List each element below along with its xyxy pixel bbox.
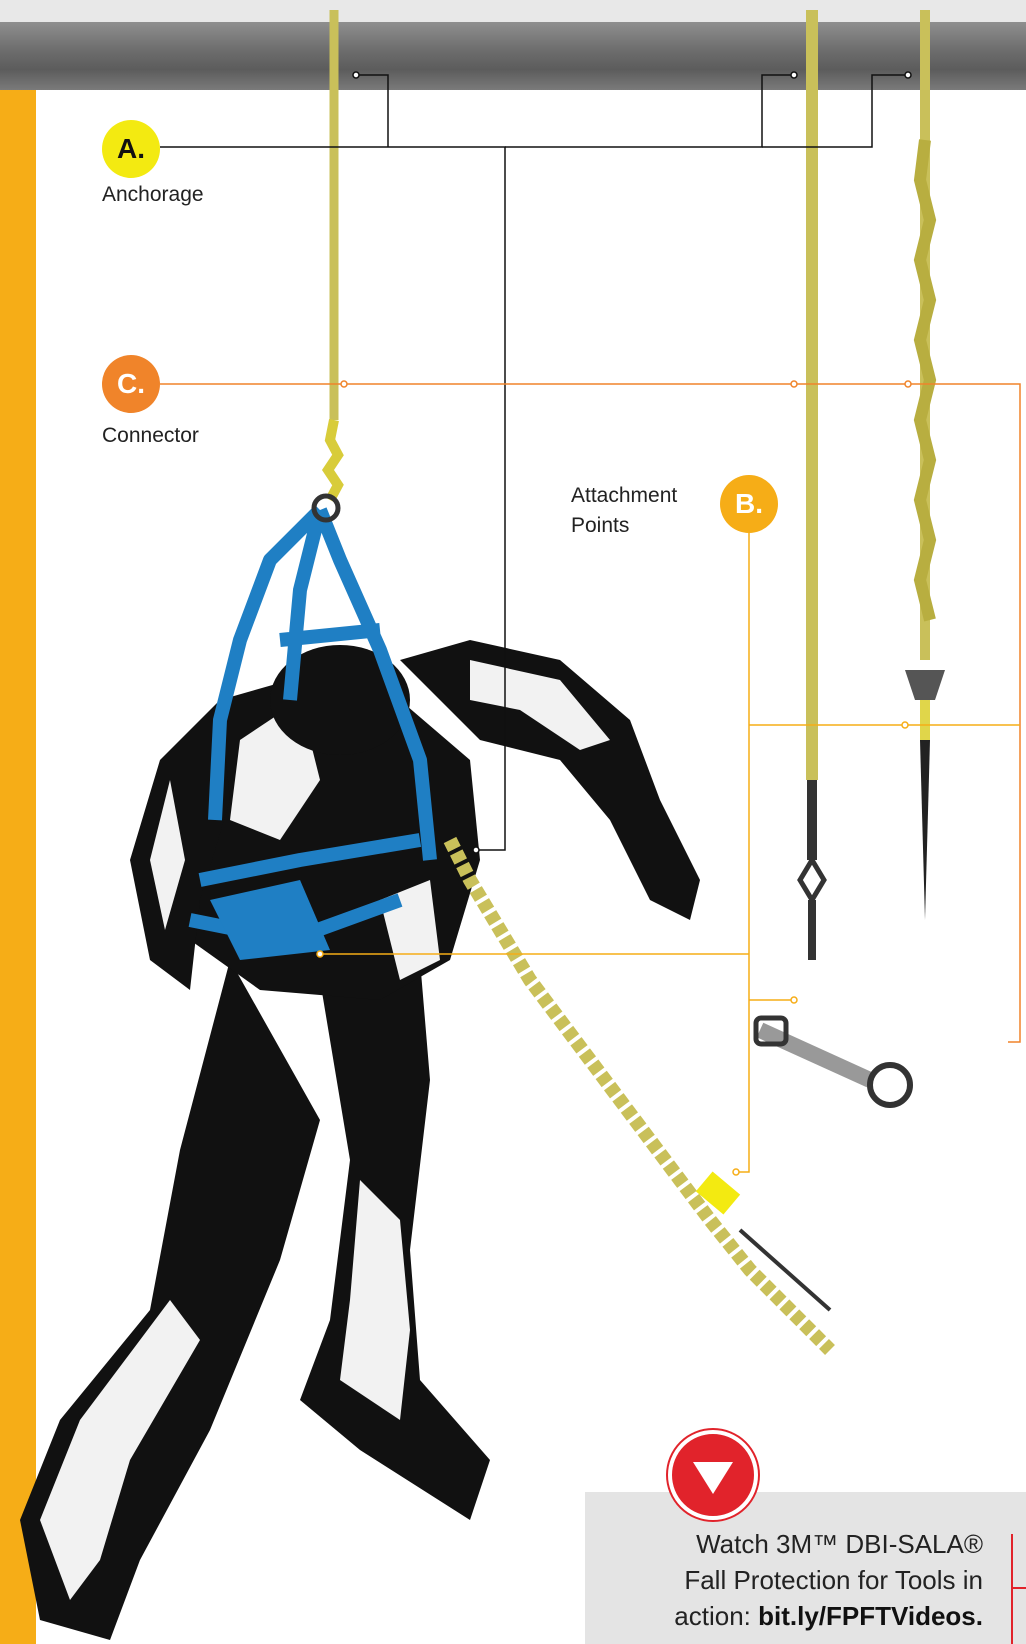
play-down-triangle-icon [672,1434,754,1516]
video-cta-box: Watch 3M™ DBI-SALA® Fall Protection for … [585,1492,1026,1644]
right-lanyard [905,10,945,920]
anchorage-badge: A. [102,120,160,178]
worker-figure [20,510,700,1640]
attachment-points-badge: B. [720,475,778,533]
cta-line-2: Fall Protection for Tools in [603,1562,983,1598]
video-link[interactable]: bit.ly/FPFTVideos. [758,1601,983,1631]
cta-line-1: Watch 3M™ DBI-SALA® [603,1526,983,1562]
red-bracket-mark [1008,1534,1026,1644]
worker-lanyard [314,10,338,520]
play-video-button[interactable] [668,1430,758,1520]
connector-label: Connector [102,421,199,451]
anchorage-label: Anchorage [102,180,204,210]
middle-lanyard [756,10,910,1105]
coiled-tool-lanyard [450,840,830,1350]
video-cta-text: Watch 3M™ DBI-SALA® Fall Protection for … [603,1526,983,1634]
connector-badge: C. [102,355,160,413]
attachment-points-label: Attachment Points [571,481,677,541]
cta-line-3-prefix: action: [674,1601,758,1631]
cta-line-3: action: bit.ly/FPFTVideos. [603,1598,983,1634]
